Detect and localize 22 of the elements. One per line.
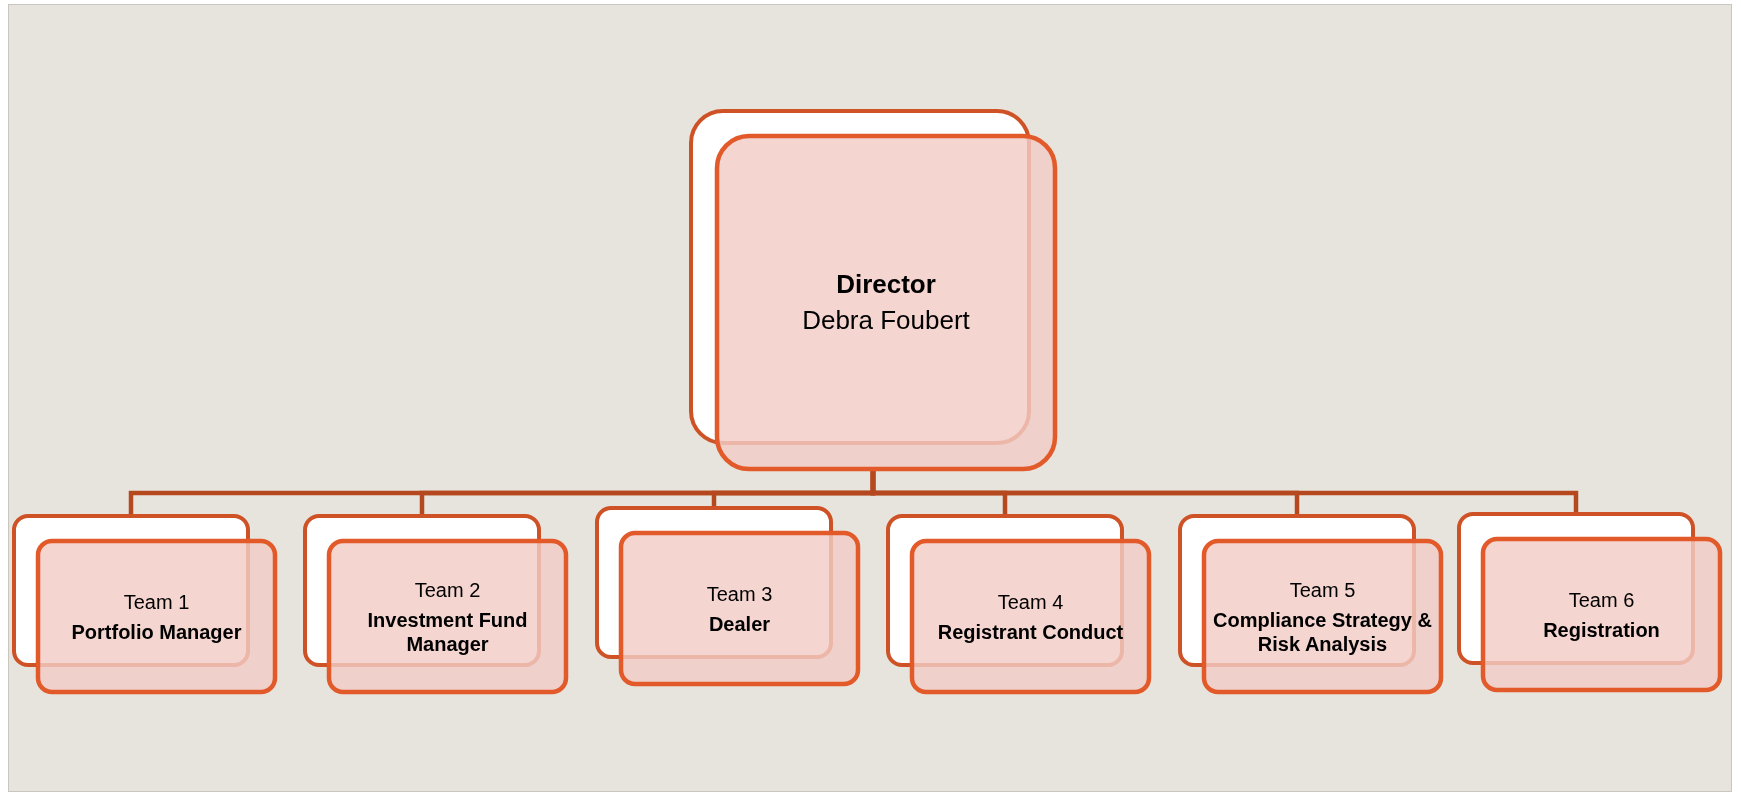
team-name: Compliance Strategy & Risk Analysis [1212, 607, 1433, 656]
team-name: Portfolio Manager [71, 619, 242, 644]
team-number: Team 3 [706, 581, 773, 606]
team-name: Dealer [708, 611, 771, 636]
team-number: Team 6 [1568, 587, 1635, 612]
team-name: Registrant Conduct [937, 619, 1124, 644]
connector-line [870, 471, 1579, 512]
team-box [886, 514, 1151, 694]
role-title: Director [836, 268, 936, 302]
director-box [689, 109, 1057, 471]
team-number: Team 1 [123, 589, 190, 614]
person-name: Debra Foubert [802, 303, 970, 337]
team-box [1457, 512, 1722, 692]
team-box [303, 514, 568, 694]
team-box [12, 514, 277, 694]
team-number: Team 5 [1289, 577, 1356, 602]
team-box [1178, 514, 1443, 694]
team-name: Investment Fund Manager [366, 607, 529, 656]
team-number: Team 4 [997, 589, 1064, 614]
team-name: Registration [1543, 617, 1660, 642]
team-box [595, 506, 860, 686]
team-number: Team 2 [414, 577, 481, 602]
